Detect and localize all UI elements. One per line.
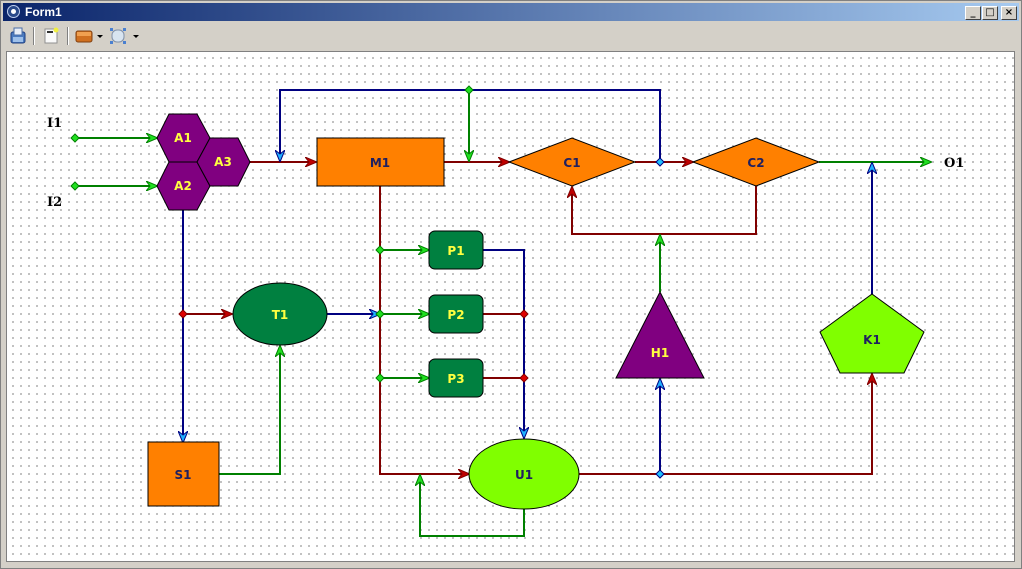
junction-dot[interactable]: [375, 373, 385, 383]
toolbar: [3, 23, 1019, 49]
junction-dot[interactable]: [464, 85, 474, 95]
node-k1[interactable]: K1: [819, 293, 925, 374]
junction-dot[interactable]: [519, 309, 529, 319]
junction-dot[interactable]: [375, 245, 385, 255]
toolbar-separator: [67, 27, 69, 45]
new-page-icon[interactable]: [41, 26, 61, 46]
terminal-i1-label: I1: [47, 116, 62, 131]
node-s1[interactable]: S1: [147, 441, 220, 507]
minimize-button[interactable]: _: [965, 6, 981, 20]
junction-dot[interactable]: [655, 157, 665, 167]
window-title: Form1: [25, 5, 62, 19]
node-p2-label: P2: [447, 308, 464, 322]
terminal-o1-label: O1: [944, 156, 964, 171]
diagram-canvas[interactable]: A1 A2 A3 M1 C1 C2: [6, 51, 1015, 562]
save-icon[interactable]: [8, 26, 28, 46]
node-p1[interactable]: P1: [428, 230, 484, 270]
maximize-button[interactable]: □: [982, 6, 998, 20]
node-c2[interactable]: C2: [691, 137, 821, 187]
node-p1-label: P1: [447, 244, 464, 258]
select-dropdown-arrow-icon[interactable]: [132, 26, 140, 46]
close-button[interactable]: ×: [1001, 6, 1017, 20]
link-m1-u1[interactable]: [379, 186, 469, 474]
node-t1-label: T1: [272, 308, 289, 322]
palette-icon[interactable]: [74, 26, 94, 46]
junction-dot[interactable]: [655, 469, 665, 479]
node-p3-label: P3: [447, 372, 464, 386]
junction-dot[interactable]: [178, 309, 188, 319]
junction-dot[interactable]: [519, 373, 529, 383]
node-a3[interactable]: A3: [196, 137, 251, 187]
select-shape-icon[interactable]: [108, 26, 128, 46]
junction-dot[interactable]: [375, 309, 385, 319]
junction-dot[interactable]: [70, 181, 80, 191]
toolbar-separator: [33, 27, 35, 45]
link-u1-self[interactable]: [420, 475, 525, 537]
node-m1[interactable]: M1: [316, 137, 445, 187]
node-a3-label: A3: [214, 155, 232, 169]
node-h1[interactable]: H1: [615, 290, 705, 379]
node-m1-label: M1: [370, 156, 390, 170]
app-icon: [7, 5, 20, 18]
link-u1-k1[interactable]: [579, 374, 872, 475]
link-s1-t1[interactable]: [219, 346, 280, 475]
link-p1-u1[interactable]: [483, 249, 524, 438]
node-p2[interactable]: P2: [428, 294, 484, 334]
node-a1-label: A1: [174, 131, 192, 145]
node-k1-label: K1: [863, 333, 881, 347]
terminal-i2-label: I2: [47, 195, 62, 210]
node-u1-label: U1: [515, 468, 533, 482]
node-p3[interactable]: P3: [428, 358, 484, 398]
node-t1[interactable]: T1: [232, 282, 328, 346]
diagram-svg: A1 A2 A3 M1 C1 C2: [47, 85, 964, 537]
node-u1[interactable]: U1: [468, 438, 580, 510]
palette-dropdown-arrow-icon[interactable]: [96, 26, 104, 46]
link-c2-c1[interactable]: [572, 186, 757, 235]
node-s1-label: S1: [175, 468, 192, 482]
node-c2-label: C2: [747, 156, 764, 170]
node-h1-label: H1: [651, 346, 669, 360]
node-a2-label: A2: [174, 179, 192, 193]
node-c1-label: C1: [563, 156, 580, 170]
junction-dot[interactable]: [70, 133, 80, 143]
title-bar[interactable]: Form1 _ □ ×: [3, 3, 1019, 21]
node-c1[interactable]: C1: [507, 137, 637, 187]
